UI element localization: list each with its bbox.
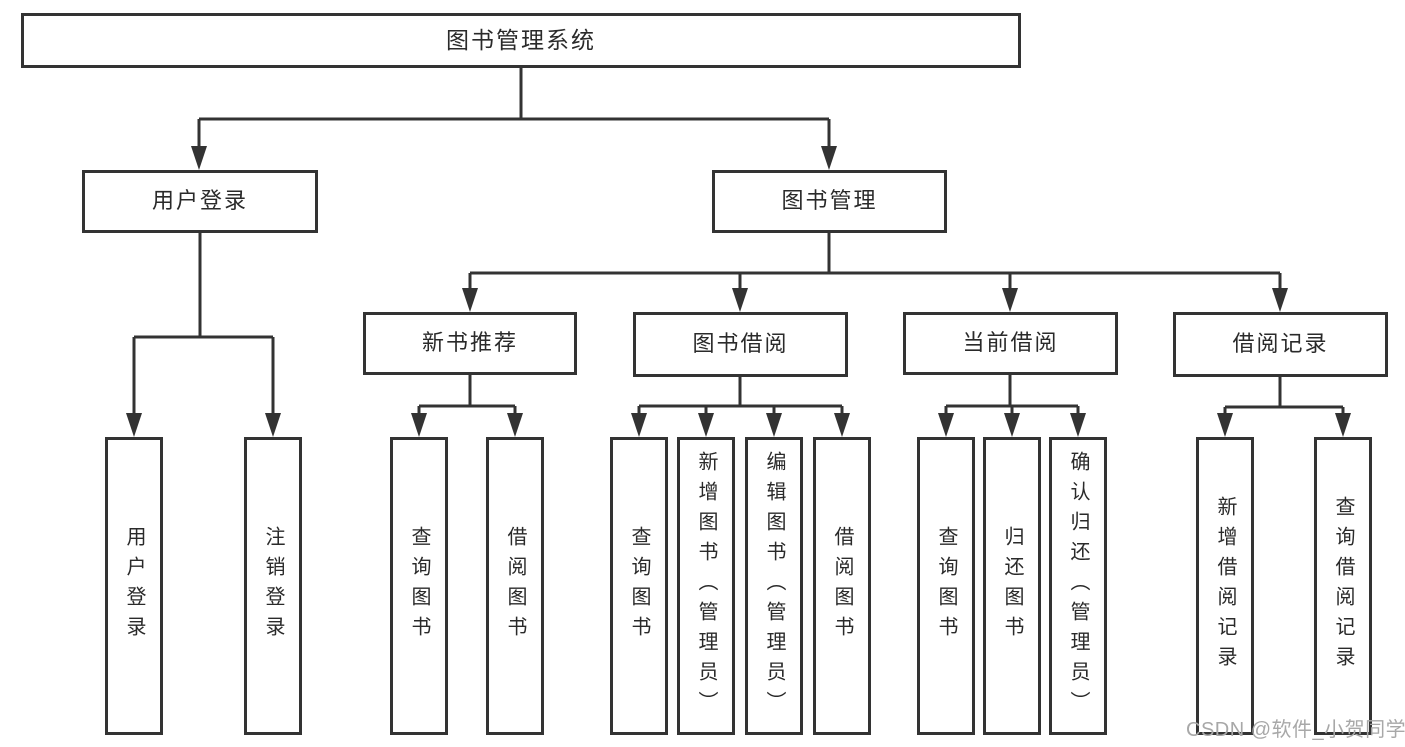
leaf-br-add-record: 新增借阅记录	[1196, 437, 1254, 735]
node-current-borrow: 当前借阅	[903, 312, 1118, 375]
leaf-nbr-query-books: 查询图书	[390, 437, 448, 735]
node-borrow-records: 借阅记录	[1173, 312, 1388, 377]
watermark: CSDN @软件_小贺同学	[1186, 719, 1405, 741]
leaf-bb-query-books: 查询图书	[610, 437, 668, 735]
node-new-book-recommend: 新书推荐	[363, 312, 577, 375]
leaf-cb-return-books: 归还图书	[983, 437, 1041, 735]
leaf-bb-add-books-admin: 新增图书（管理员）	[677, 437, 735, 735]
node-book-borrow: 图书借阅	[633, 312, 848, 377]
leaf-nbr-borrow-books: 借阅图书	[486, 437, 544, 735]
node-book-management-system: 图书管理系统	[21, 13, 1021, 68]
leaf-user-login: 用户登录	[105, 437, 163, 735]
node-book-management: 图书管理	[712, 170, 947, 233]
leaf-bb-edit-books-admin: 编辑图书（管理员）	[745, 437, 803, 735]
leaf-logout: 注销登录	[244, 437, 302, 735]
leaf-cb-query-books: 查询图书	[917, 437, 975, 735]
leaf-cb-confirm-return-admin: 确认归还（管理员）	[1049, 437, 1107, 735]
leaf-bb-borrow-books: 借阅图书	[813, 437, 871, 735]
node-user-login: 用户登录	[82, 170, 318, 233]
leaf-br-query-record: 查询借阅记录	[1314, 437, 1372, 735]
connector-lines	[132, 68, 1345, 417]
arrowhead-icons	[126, 146, 1351, 437]
